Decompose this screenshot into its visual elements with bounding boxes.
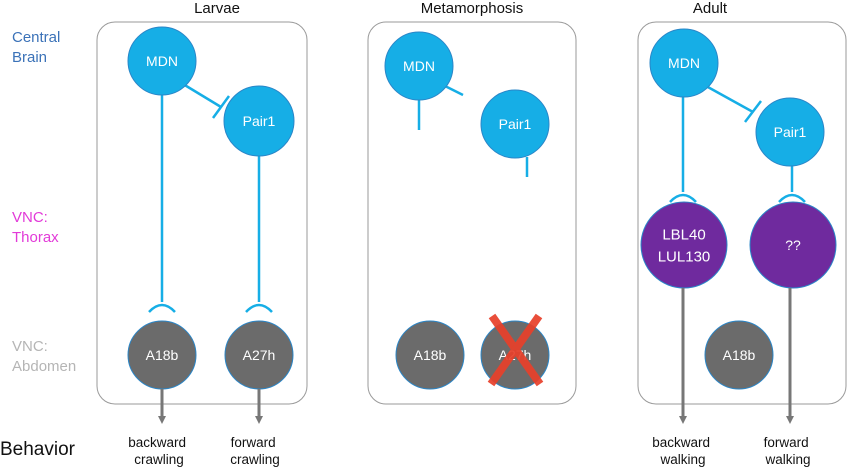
panel-larvae: Larvae MDN Pair1 A18b A27h backward craw…	[96, 0, 308, 467]
larvae-a27h-label: A27h	[243, 347, 276, 363]
larvae-mdn-node	[127, 26, 197, 96]
adult-lbl40-synapse	[669, 193, 697, 203]
larvae-mdn-label: MDN	[146, 53, 178, 69]
metamorphosis-a27h-removed-cross	[487, 313, 544, 387]
adult-behavior-backward-line2: walking	[659, 452, 705, 467]
vnc-abdomen-label-line1: VNC:	[12, 338, 48, 355]
adult-unknown-synapse	[778, 193, 806, 203]
vnc-abdomen-label-line2: Abdomen	[12, 358, 76, 375]
panel-adult-title: Adult	[693, 0, 728, 17]
adult-lul130-label: LUL130	[658, 249, 711, 266]
larvae-a27h-synapse	[245, 303, 273, 313]
adult-behavior-forward-line2: walking	[764, 452, 810, 467]
vnc-abdomen-label: VNC: Abdomen	[12, 338, 76, 375]
adult-behavior-backward-line1: backward	[652, 435, 710, 450]
larvae-behavior-forward-line1: forward	[231, 435, 276, 450]
adult-behavior-forward-line1: forward	[764, 435, 809, 450]
vnc-thorax-label-line1: VNC:	[12, 209, 48, 226]
larvae-behavior-backward-line1: backward	[128, 435, 186, 450]
adult-mdn-node	[649, 28, 719, 98]
adult-lbl40-node	[640, 201, 728, 289]
central-brain-label-line1: Central	[12, 29, 60, 46]
larvae-mdn-to-pair1-axon	[182, 82, 222, 109]
adult-a18b-label: A18b	[723, 347, 756, 363]
behavior-row-label: Behavior	[0, 439, 76, 460]
adult-lbl40-label: LBL40	[662, 227, 705, 244]
larvae-a18b-synapse	[148, 303, 176, 313]
larvae-behavior-backward-line2: crawling	[134, 452, 184, 467]
panel-larvae-title: Larvae	[194, 0, 240, 17]
larvae-pair1-synapse	[211, 95, 231, 119]
panel-metamorphosis: Metamorphosis MDN Pair1 A18b A27h	[367, 0, 577, 405]
larvae-behavior-forward: forward crawling	[230, 435, 280, 467]
larvae-behavior-backward: backward crawling	[128, 435, 190, 467]
vnc-thorax-label: VNC: Thorax	[12, 209, 59, 246]
adult-a18b-node	[704, 320, 774, 390]
central-brain-label-line2: Brain	[12, 49, 47, 66]
vnc-thorax-label-line2: Thorax	[12, 229, 59, 246]
panel-metamorphosis-title: Metamorphosis	[421, 0, 524, 17]
adult-unknown-label: ??	[785, 237, 801, 253]
adult-pair1-label: Pair1	[774, 124, 807, 140]
adult-unknown-node	[749, 201, 837, 289]
larvae-pair1-label: Pair1	[243, 113, 276, 129]
adult-behavior-backward: backward walking	[652, 435, 714, 467]
larvae-pair1-node	[223, 85, 295, 157]
cross-stroke-2	[487, 313, 543, 387]
metamorphosis-mdn-node	[384, 31, 454, 101]
adult-behavior-forward: forward walking	[764, 435, 813, 467]
adult-pair1-synapse	[744, 100, 762, 123]
central-brain-label: Central Brain	[12, 29, 65, 66]
adult-mdn-label: MDN	[668, 55, 700, 71]
metamorphosis-a18b-label: A18b	[414, 347, 447, 363]
larvae-behavior-forward-line2: crawling	[230, 452, 280, 467]
panel-adult: Adult MDN Pair1 LBL40 LUL130 ?? A18b bac…	[637, 0, 847, 467]
metamorphosis-a18b-node	[395, 320, 465, 390]
larvae-a18b-label: A18b	[146, 347, 179, 363]
metamorphosis-mdn-label: MDN	[403, 58, 435, 74]
adult-mdn-to-pair1-axon	[705, 84, 754, 114]
metamorphosis-pair1-label: Pair1	[499, 116, 532, 132]
adult-pair1-node	[755, 97, 825, 167]
metamorphosis-pair1-node	[480, 89, 550, 159]
